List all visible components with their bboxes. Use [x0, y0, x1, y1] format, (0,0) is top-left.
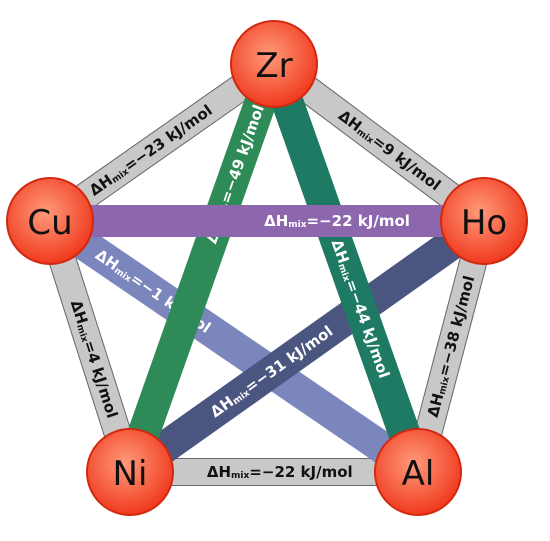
- element-node-cu: Cu: [6, 177, 94, 265]
- element-node-al: Al: [374, 428, 462, 516]
- enthalpy-symbol: ΔH: [424, 391, 448, 419]
- bond-band: [115, 59, 289, 477]
- enthalpy-symbol: ΔH: [207, 463, 231, 481]
- element-circle: [440, 177, 528, 265]
- enthalpy-value: =−22 kJ/mol: [307, 212, 410, 230]
- element-label: Ni: [113, 454, 148, 494]
- element-circle: [230, 20, 318, 108]
- bond-ni-al: ΔHmix=−22 kJ/mol: [130, 458, 418, 486]
- bond-band: [259, 59, 433, 477]
- element-circle: [374, 428, 462, 516]
- enthalpy-subscript: mix: [438, 376, 452, 396]
- bond-label: ΔHmix=−23 kJ/mol: [86, 101, 216, 199]
- enthalpy-value: =9 kJ/mol: [369, 132, 444, 195]
- element-label: Zr: [255, 46, 292, 86]
- element-label: Al: [402, 454, 435, 494]
- enthalpy-value: =−22 kJ/mol: [249, 463, 352, 481]
- element-circle: [6, 177, 94, 265]
- bond-cu-ho: ΔHmix=−22 kJ/mol: [50, 205, 484, 237]
- element-node-zr: Zr: [230, 20, 318, 108]
- element-node-ho: Ho: [440, 177, 528, 265]
- bond-label: ΔHmix=−22 kJ/mol: [264, 212, 410, 230]
- enthalpy-subscript: mix: [288, 220, 306, 230]
- bond-band: [121, 208, 493, 485]
- bond-band: [41, 208, 427, 485]
- element-label: Ho: [461, 203, 507, 243]
- enthalpy-value: =−23 kJ/mol: [121, 101, 216, 175]
- element-circle: [86, 428, 174, 516]
- element-label: Cu: [27, 203, 72, 243]
- element-node-ni: Ni: [86, 428, 174, 516]
- bond-label: ΔHmix=−22 kJ/mol: [207, 463, 353, 481]
- bond-band: [42, 53, 282, 232]
- enthalpy-symbol: ΔH: [264, 212, 288, 230]
- enthalpy-subscript: mix: [231, 471, 249, 481]
- bond-label: ΔHmix=9 kJ/mol: [335, 106, 444, 194]
